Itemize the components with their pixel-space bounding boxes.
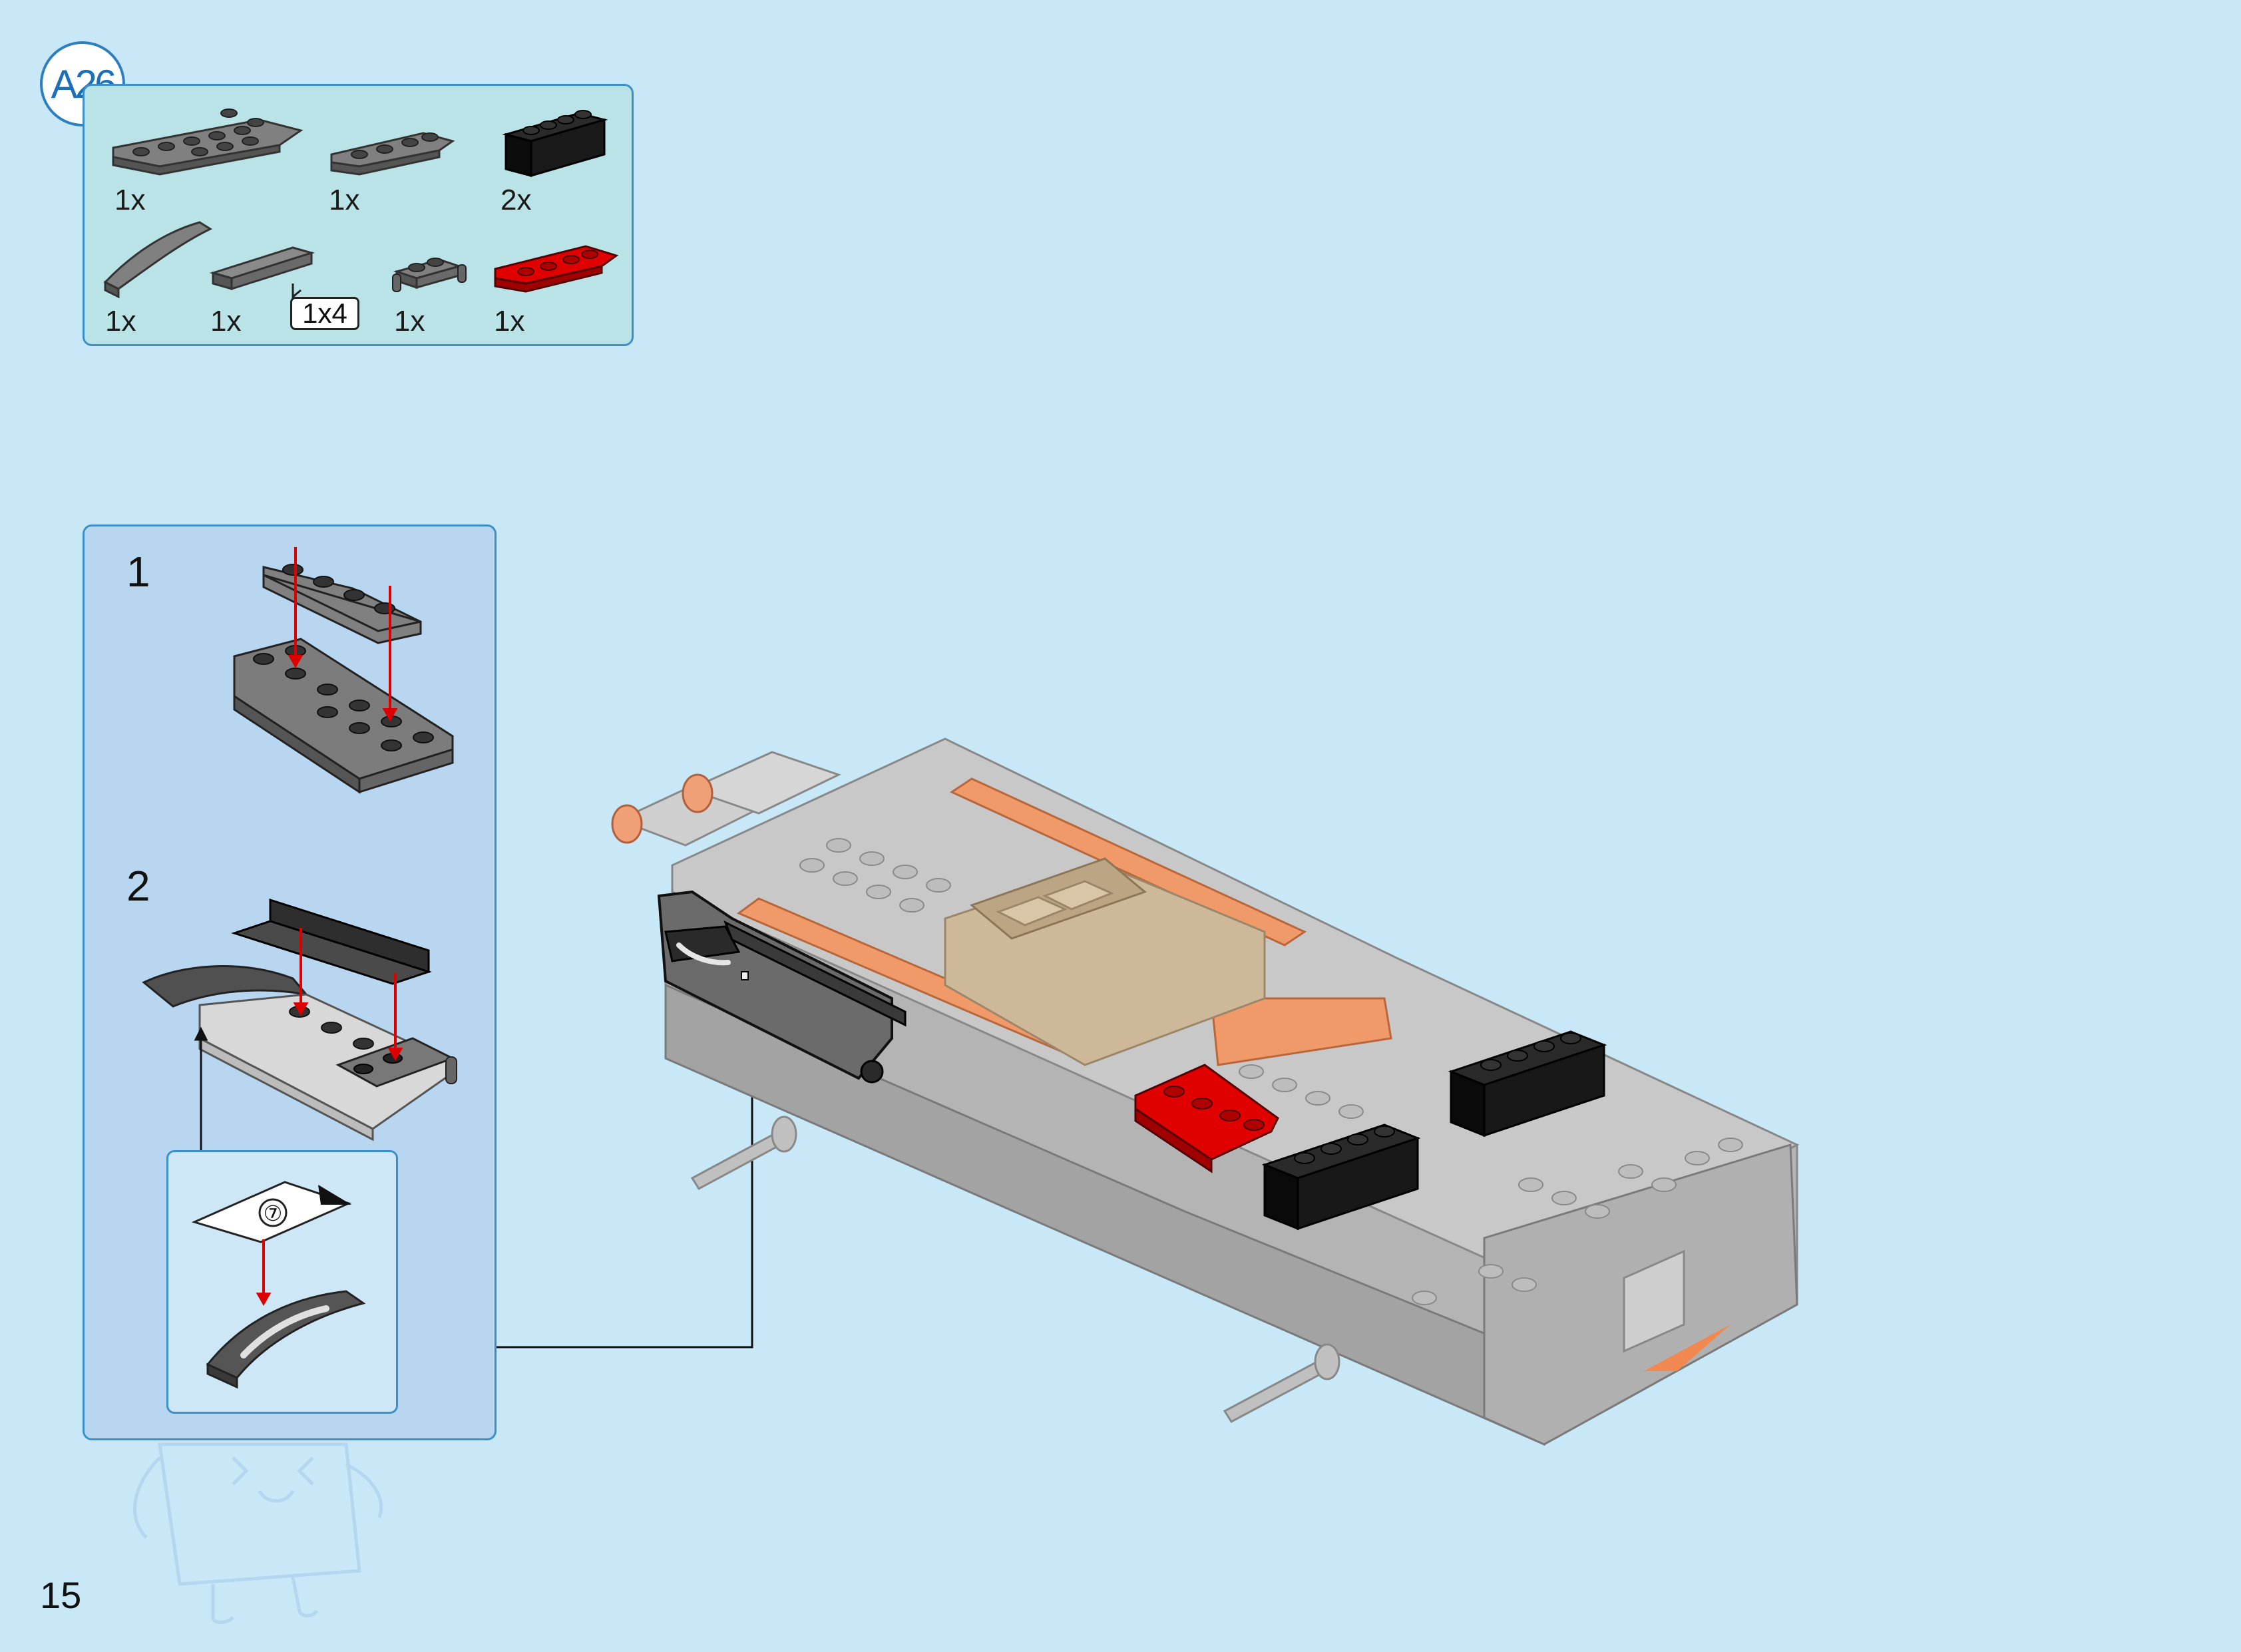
brick-1x4-black-icon xyxy=(502,110,608,177)
black-brick-2 xyxy=(1448,1030,1607,1137)
plate-with-bar-dark-gray-icon xyxy=(392,258,467,292)
sticker-illustration xyxy=(191,1181,366,1389)
substep-number: 1 xyxy=(126,548,150,596)
sticker-number: ⑦ xyxy=(263,1201,283,1225)
part-qty: 1x xyxy=(394,305,425,337)
hull-studs xyxy=(799,838,1743,1305)
substep-number: 2 xyxy=(126,862,150,910)
curved-slope-dark-gray-icon xyxy=(103,221,213,299)
part-qty: 1x xyxy=(494,305,525,337)
wedge-plate-2x4-dark-gray-icon xyxy=(330,132,455,176)
tile-1x4-dark-gray-icon xyxy=(209,246,315,300)
part-qty: 2x xyxy=(501,184,532,216)
black-brick-1 xyxy=(1261,1124,1421,1231)
wedge-plate-4x6-dark-gray-icon xyxy=(112,108,304,176)
part-qty: 1x xyxy=(105,305,136,337)
wedge-plate-red-icon xyxy=(494,245,619,293)
black-fairing-piece xyxy=(657,890,907,1084)
engine-exhaust xyxy=(611,751,841,847)
substep-1-illustration xyxy=(233,547,454,794)
axles xyxy=(690,1116,1340,1423)
part-qty: 1x xyxy=(210,305,242,337)
tile-length-callout: 1x4 xyxy=(290,297,359,330)
page-number: 15 xyxy=(40,1574,82,1616)
part-qty: 1x xyxy=(329,184,360,216)
part-qty: 1x xyxy=(114,184,146,216)
substep-2-illustration xyxy=(142,898,457,1150)
red-wedge-plate xyxy=(1134,1064,1279,1173)
